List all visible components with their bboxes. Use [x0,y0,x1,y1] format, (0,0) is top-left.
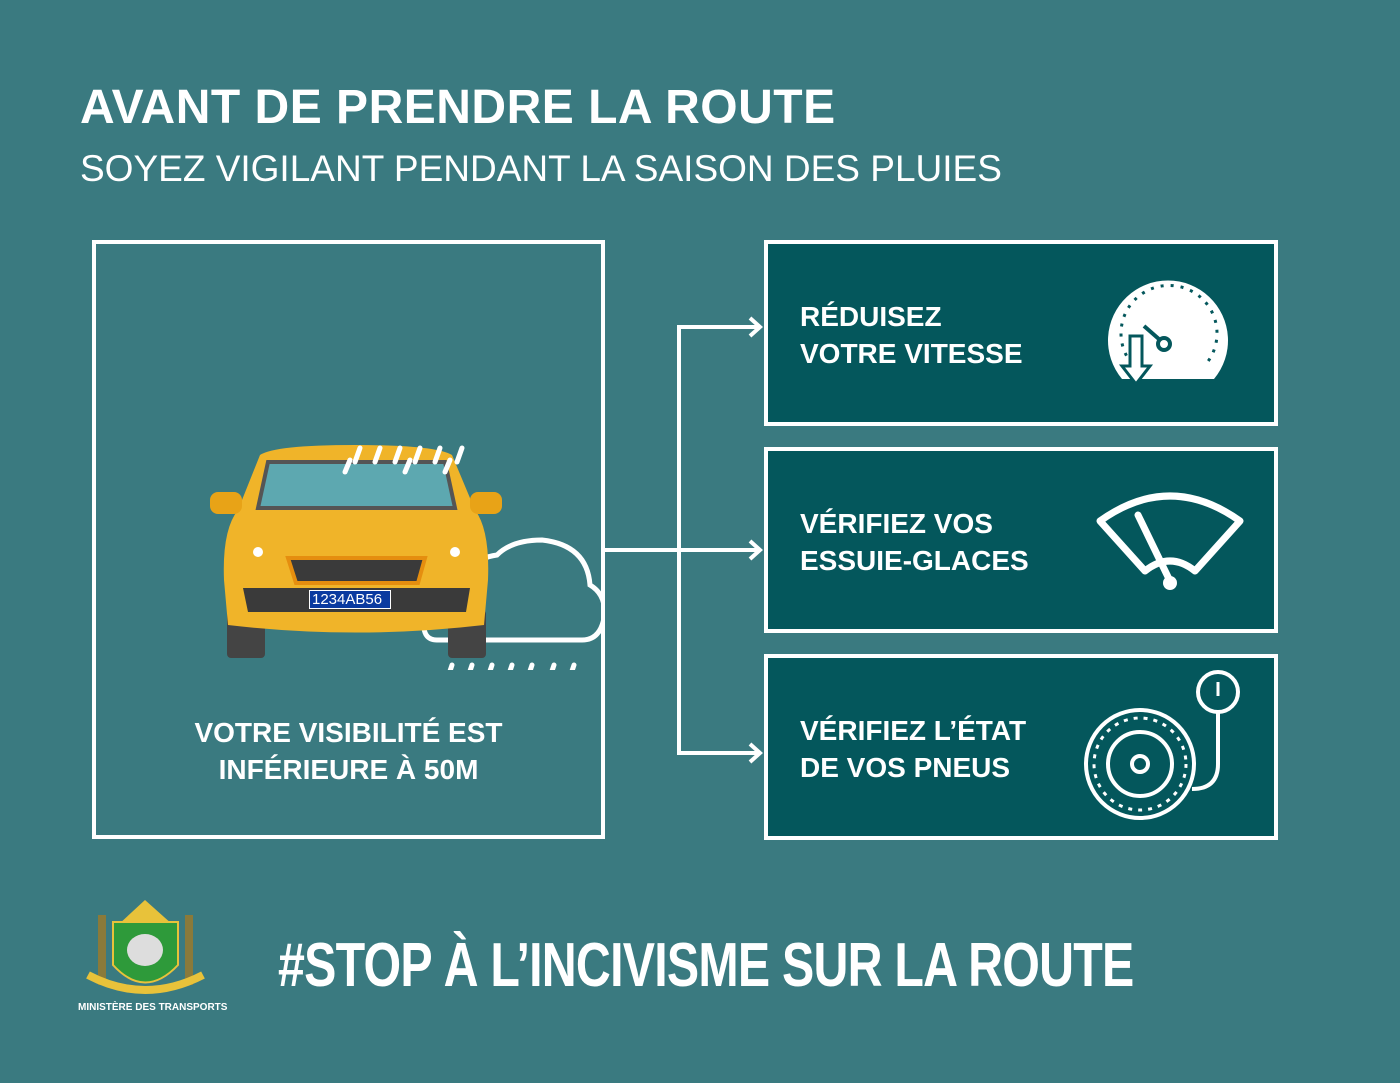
visibility-panel: VOTRE VISIBILITÉ EST INFÉRIEURE À 50M [92,240,605,839]
card-line-2: DE VOS PNEUS [800,752,1011,783]
card-check-tires: VÉRIFIEZ L’ÉTAT DE VOS PNEUS [764,654,1278,840]
card-line-1: RÉDUISEZ [800,301,942,332]
page-subtitle: SOYEZ VIGILANT PENDANT LA SAISON DES PLU… [80,148,1002,189]
car-illustration [0,0,513,430]
card-check-wipers: VÉRIFIEZ VOS ESSUIE-GLACES [764,447,1278,633]
speedometer-icon [1108,280,1228,387]
card-reduce-speed: RÉDUISEZ VOTRE VITESSE [764,240,1278,426]
coat-of-arms-logo [86,900,205,994]
page-title: AVANT DE PRENDRE LA ROUTE [80,81,836,134]
card-line-2: VOTRE VITESSE [800,338,1023,369]
license-plate: 1234AB56 [309,590,391,609]
visibility-text: VOTRE VISIBILITÉ EST INFÉRIEURE À 50M [96,714,601,788]
card-line-1: VÉRIFIEZ VOS [800,508,993,539]
tire-gauge-icon [1084,670,1240,820]
hashtag-slogan: #STOP À L’INCIVISME SUR LA ROUTE [278,931,1134,1000]
connector-arrows [605,316,763,764]
visibility-line-1: VOTRE VISIBILITÉ EST [194,717,503,748]
visibility-line-2: INFÉRIEURE À 50M [218,754,479,785]
wiper-icon [1096,492,1244,590]
ministry-label: MINISTÈRE DES TRANSPORTS [78,1002,228,1013]
card-line-2: ESSUIE-GLACES [800,545,1029,576]
card-line-1: VÉRIFIEZ L’ÉTAT [800,715,1027,746]
